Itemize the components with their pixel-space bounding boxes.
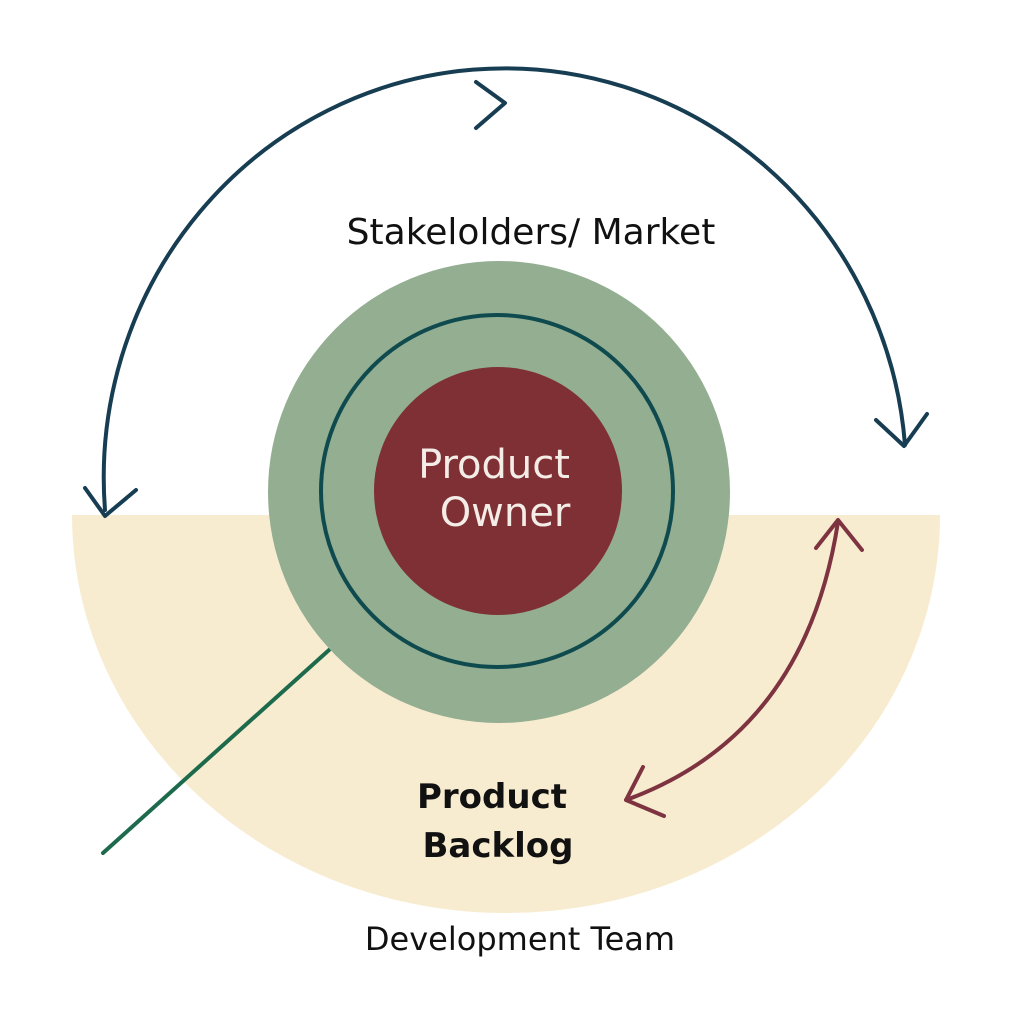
connector-line (101, 613, 370, 855)
feedback-arrowhead-bottom (624, 765, 666, 818)
feedback-arrow (624, 520, 840, 802)
product-backlog-label-line1: Product (417, 777, 567, 817)
product-backlog-label-line2: Backlog (423, 826, 574, 866)
stakeholders-label: Stakelolders/ Market (347, 212, 716, 253)
arc-arrowhead-right (874, 412, 929, 448)
feedback-arrowhead-top (814, 518, 864, 552)
stakeholder-arc (101, 66, 907, 512)
arc-arrowhead-left (83, 486, 138, 518)
product-owner-label-line2: Owner (440, 490, 571, 536)
product-owner-label-line1: Product (418, 442, 570, 488)
inner-ring (319, 313, 675, 669)
arc-arrowhead-top (474, 80, 507, 130)
development-team-label: Development Team (365, 920, 675, 958)
product-owner-core (374, 367, 622, 615)
